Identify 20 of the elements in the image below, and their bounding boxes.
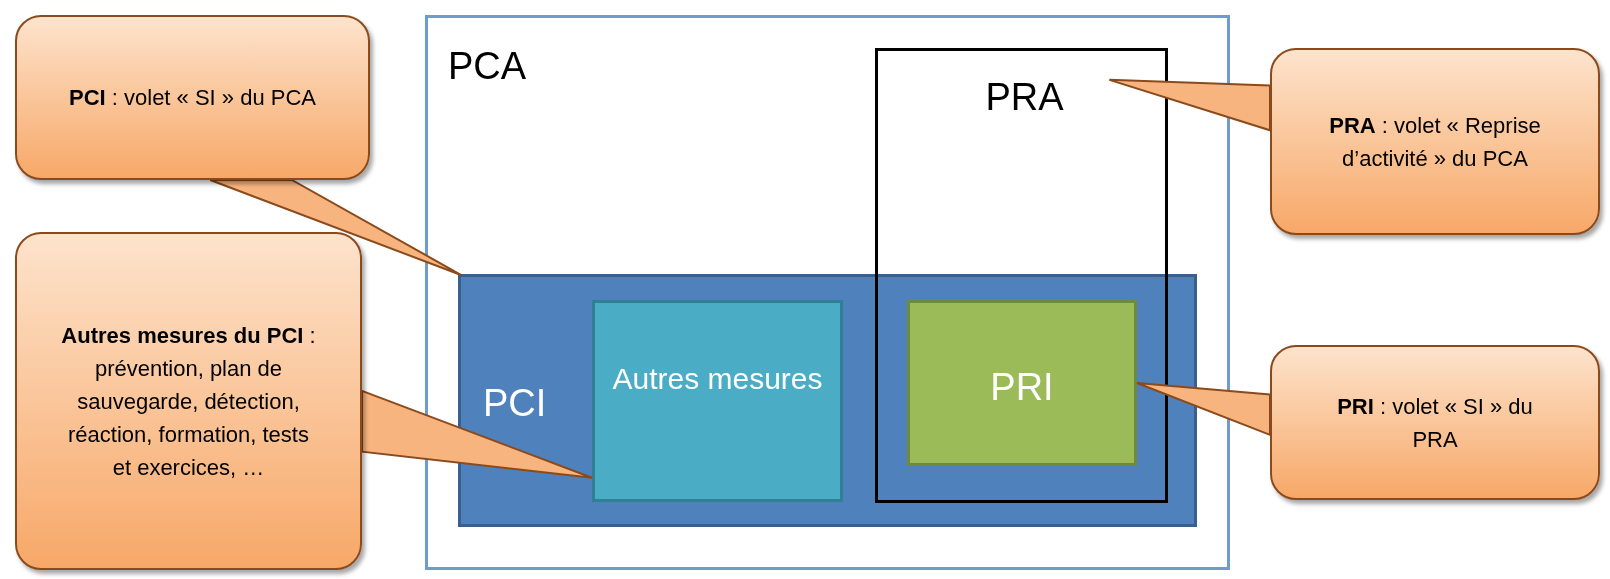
callout-pointer [1108, 78, 1271, 132]
box-label: PRI [989, 365, 1055, 410]
callout-box [1270, 48, 1600, 235]
callout-pointer [361, 389, 593, 479]
plan-box [907, 300, 1137, 466]
callout-text: PRA : volet « Reprise d’activité » du PCA [1328, 111, 1542, 173]
callout-pointer [209, 179, 463, 277]
box-label: PCA [448, 44, 527, 89]
callout-box [1270, 345, 1600, 500]
box-label: PCI [483, 381, 547, 426]
callout-text: PRI : volet « SI » du PRA [1336, 392, 1534, 454]
plan-frame [875, 48, 1168, 503]
callout-text: Autres mesures du PCI : prévention, plan de sauvegarde, détection, réaction, formation, tests et exercices, … [60, 321, 317, 482]
callout-box [15, 15, 370, 180]
callout-box [15, 232, 362, 570]
measures-box [592, 300, 843, 502]
callout-text: PCI : volet « SI » du PCA [69, 84, 316, 112]
box-label: PRA [984, 75, 1065, 120]
callout-pointer [1136, 382, 1271, 437]
box-label: Autres mesures [611, 361, 824, 397]
